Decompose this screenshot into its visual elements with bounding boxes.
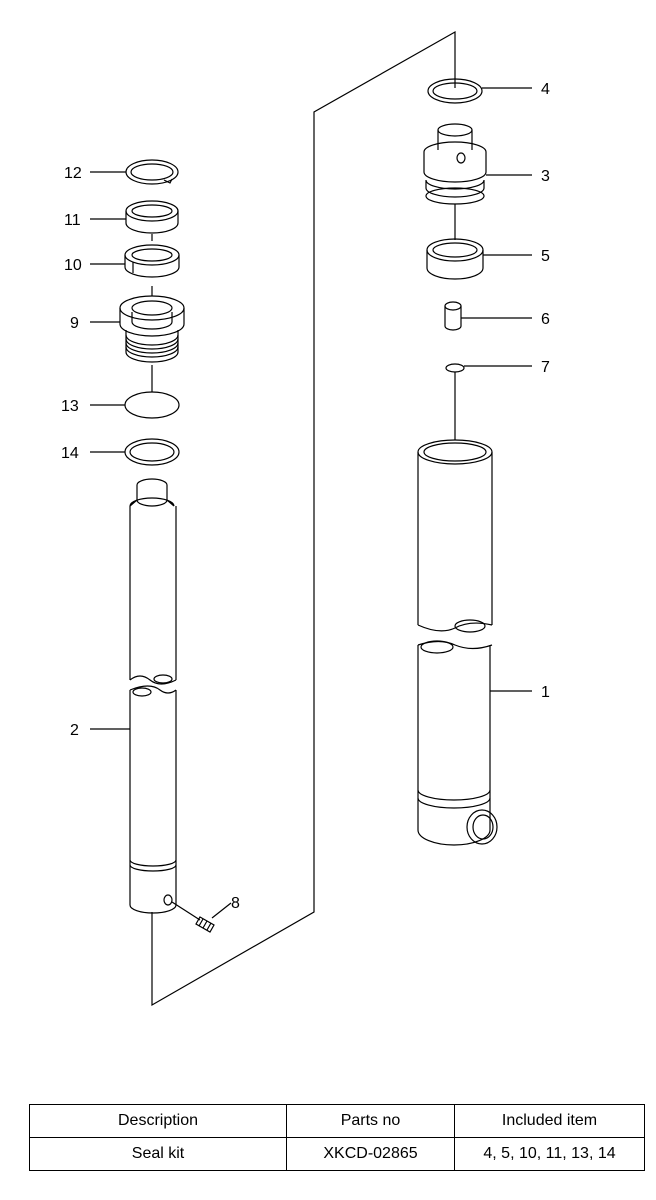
callout-13: 13 (61, 398, 79, 415)
column-header-parts-no: Parts no (286, 1104, 455, 1138)
callout-8: 8 (231, 895, 240, 912)
part-1-tube-lower (417, 640, 498, 846)
table-header-row: Description Parts no Included item (29, 1104, 645, 1138)
part-6-pin (444, 301, 462, 331)
part-12-snap-ring (125, 159, 179, 185)
column-header-included-item: Included item (454, 1104, 645, 1138)
callout-1: 1 (541, 684, 550, 701)
callout-3: 3 (541, 168, 550, 185)
callout-9: 9 (70, 315, 79, 332)
callout-6: 6 (541, 311, 550, 328)
part-3-piston (423, 123, 487, 205)
part-2-rod-lower (129, 685, 177, 914)
callout-2: 2 (70, 722, 79, 739)
part-7-o-ring (445, 363, 465, 373)
part-5-piston-ring (426, 238, 484, 280)
callout-11: 11 (64, 212, 81, 229)
part-1-tube-upper (417, 439, 493, 633)
callout-7: 7 (541, 359, 550, 376)
callout-14: 14 (61, 445, 79, 462)
callout-5: 5 (541, 248, 550, 265)
part-8-set-screw (171, 901, 215, 933)
part-9-gland (119, 295, 185, 363)
part-13-o-ring (124, 391, 180, 419)
callout-10: 10 (64, 257, 82, 274)
table-row: Seal kit XKCD-02865 4, 5, 10, 11, 13, 14 (29, 1137, 645, 1171)
cell-parts-no: XKCD-02865 (286, 1137, 455, 1171)
cell-description: Seal kit (29, 1137, 287, 1171)
exploded-parts-diagram: 4 3 5 6 7 1 12 11 10 9 13 14 2 8 (61, 30, 550, 1007)
part-4-backup-ring (427, 78, 483, 104)
leader-8 (211, 902, 232, 919)
part-14-backup-ring (124, 438, 180, 466)
cell-included-item: 4, 5, 10, 11, 13, 14 (454, 1137, 645, 1171)
callout-4: 4 (541, 81, 550, 98)
part-2-rod-upper (129, 478, 177, 685)
column-header-description: Description (29, 1104, 287, 1138)
callout-12: 12 (64, 165, 82, 182)
part-11-wiper-ring (125, 200, 179, 234)
part-10-u-packing (124, 244, 180, 278)
parts-table: Description Parts no Included item Seal … (29, 1104, 645, 1171)
assembly-connector-line (151, 30, 456, 1007)
